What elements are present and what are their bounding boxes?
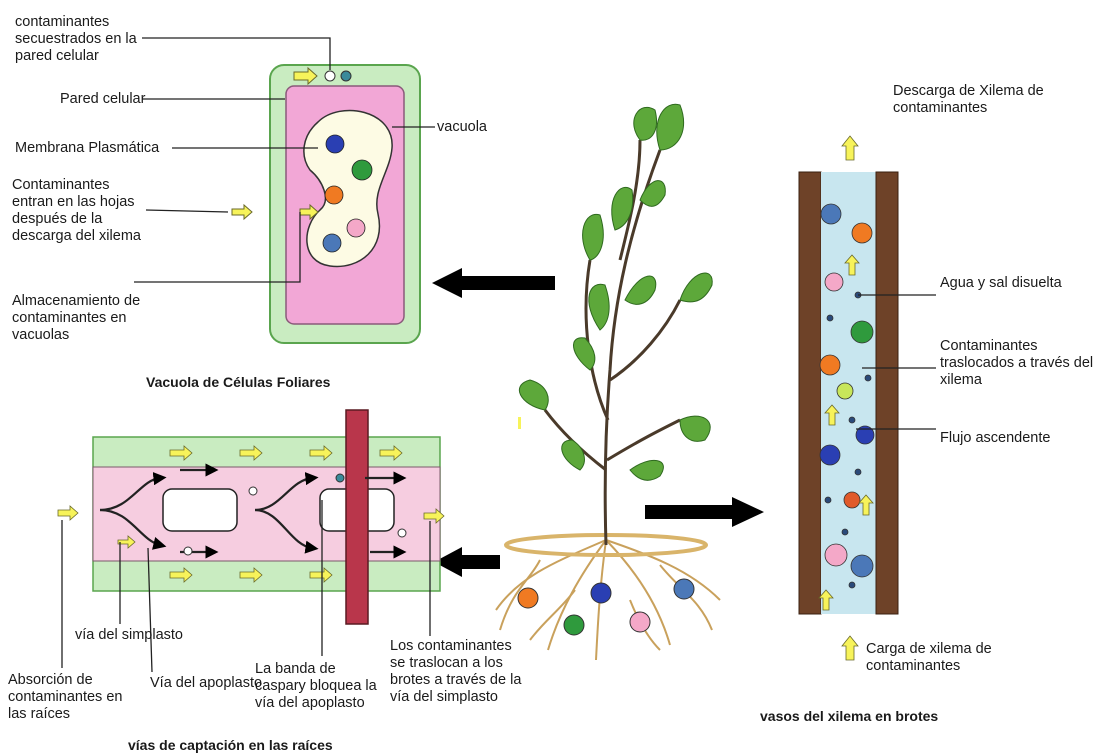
wall-contaminant-open — [325, 71, 335, 81]
contaminant-blue — [326, 135, 344, 153]
label-plasma-membrane: Membrana Plasmática — [15, 140, 159, 157]
root-contaminant-steelblue — [674, 579, 694, 599]
caspary-strip — [346, 410, 368, 624]
contaminant-steelblue — [323, 234, 341, 252]
root-contaminant-green — [564, 615, 584, 635]
plant-illustration — [496, 104, 720, 660]
root-cell-vacuole-left — [163, 489, 237, 531]
label-translocated-contaminants: Contaminantes traslocados a través del x… — [940, 338, 1093, 389]
yellow-mark — [518, 417, 521, 429]
contaminant-orange — [325, 186, 343, 204]
root-contaminant-pink — [630, 612, 650, 632]
label-caspary-band: La banda de caspary bloquea la vía del a… — [255, 661, 377, 712]
label-contaminants-enter-leaves: Contaminantes entran en las hojas despué… — [12, 177, 141, 245]
root-contaminant-blue — [591, 583, 611, 603]
label-upward-flow: Flujo ascendente — [940, 430, 1050, 447]
root-contaminant-open — [398, 529, 406, 537]
yellow-arrow-icon — [232, 205, 252, 219]
label-vacuole-storage: Almacenamiento de contaminantes en vacuo… — [12, 293, 140, 344]
root-pathways-panel — [58, 410, 444, 624]
leaves — [519, 104, 712, 480]
xylem-wall-right — [876, 172, 898, 614]
caption-leaf-cell: Vacuola de Células Foliares — [146, 374, 330, 390]
arrow-to-leaf-cell — [432, 268, 555, 298]
label-vacuole: vacuola — [437, 119, 487, 136]
label-sequestered-contaminants: contaminantes secuestrados en la pared c… — [15, 14, 137, 65]
contaminant-green — [352, 160, 372, 180]
label-apoplast-pathway: Vía del apoplasto — [150, 675, 262, 692]
label-symplast-pathway: vía del simplasto — [75, 627, 183, 644]
label-symplast-translocation: Los contaminantes se traslocan a los bro… — [390, 638, 521, 706]
arrow-to-root-pathways — [434, 547, 500, 577]
root-contaminant-teal — [336, 474, 344, 482]
label-root-absorption: Absorción de contaminantes en las raíces — [8, 672, 122, 723]
xylem-vessel — [799, 136, 898, 660]
xylem-wall-left — [799, 172, 821, 614]
label-water-dissolved-salt: Agua y sal disuelta — [940, 275, 1062, 292]
label-cell-wall: Pared celular — [60, 91, 145, 108]
caption-root-pathways: vías de captación en las raíces — [128, 737, 333, 753]
root-contaminant-open — [249, 487, 257, 495]
label-xylem-discharge: Descarga de Xilema de contaminantes — [893, 83, 1044, 117]
arrow-to-xylem — [645, 497, 764, 527]
contaminant-pink — [347, 219, 365, 237]
label-xylem-load: Carga de xilema de contaminantes — [866, 641, 992, 675]
caption-xylem-vessels: vasos del xilema en brotes — [760, 708, 938, 724]
root-contaminant-orange — [518, 588, 538, 608]
wall-contaminant-teal — [341, 71, 351, 81]
leaf-cell — [232, 65, 420, 343]
root-contaminant-open — [184, 547, 192, 555]
